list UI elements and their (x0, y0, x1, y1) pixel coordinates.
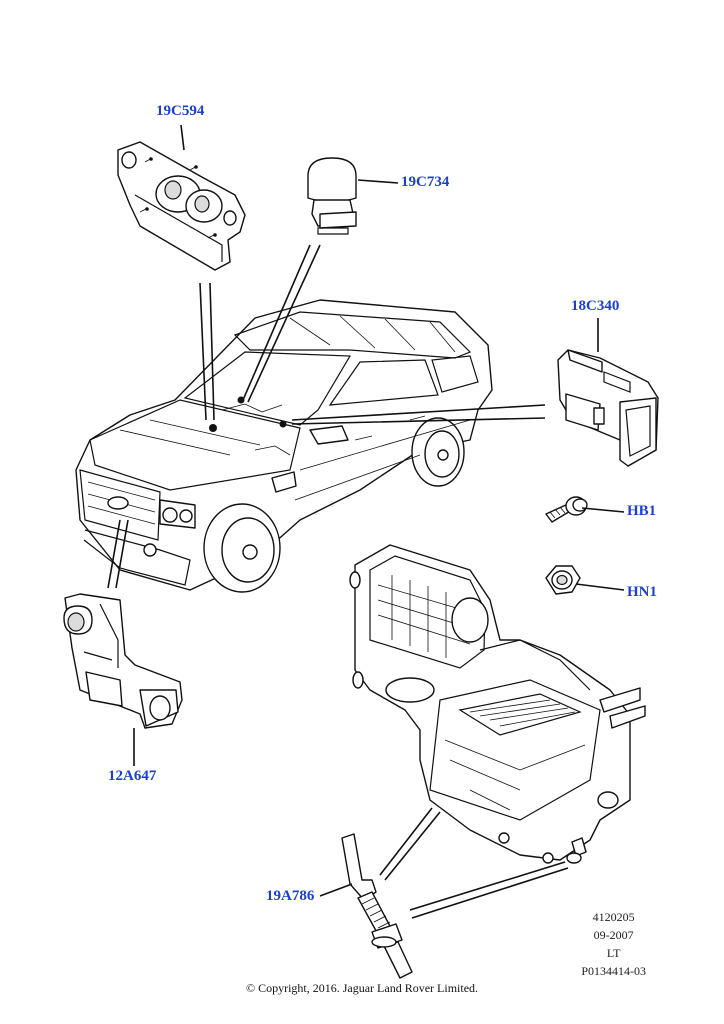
callout-HN1[interactable]: HN1 (627, 584, 657, 600)
callout-18C340[interactable]: 18C340 (571, 298, 620, 314)
callout-12A647[interactable]: 12A647 (108, 768, 157, 784)
part-19C594-illustration (117, 141, 246, 271)
diagram-reference-block: 4120205 09-2007 LT P0134414-03 (581, 908, 646, 980)
vehicle-illustration (75, 299, 493, 593)
reference-date: 09-2007 (593, 928, 634, 942)
part-19A786-illustration (341, 833, 587, 979)
callout-19C734[interactable]: 19C734 (401, 174, 450, 190)
part-19C734-illustration (307, 157, 357, 235)
part-HN1-illustration (545, 565, 581, 595)
copyright-notice: © Copyright, 2016. Jaguar Land Rover Lim… (245, 981, 479, 995)
part-HB1-illustration (545, 496, 588, 523)
hvac-assembly-illustration (349, 544, 646, 864)
callout-19C594[interactable]: 19C594 (156, 103, 205, 119)
callout-19A786[interactable]: 19A786 (266, 888, 315, 904)
reference-code: LT (606, 946, 621, 960)
part-18C340-illustration (557, 349, 659, 467)
leader-lines (107, 124, 625, 919)
part-12A647-illustration (63, 593, 183, 729)
reference-number: 4120205 (592, 910, 635, 924)
reference-image-id: P0134414-03 (581, 964, 646, 978)
callout-HB1[interactable]: HB1 (627, 503, 657, 519)
